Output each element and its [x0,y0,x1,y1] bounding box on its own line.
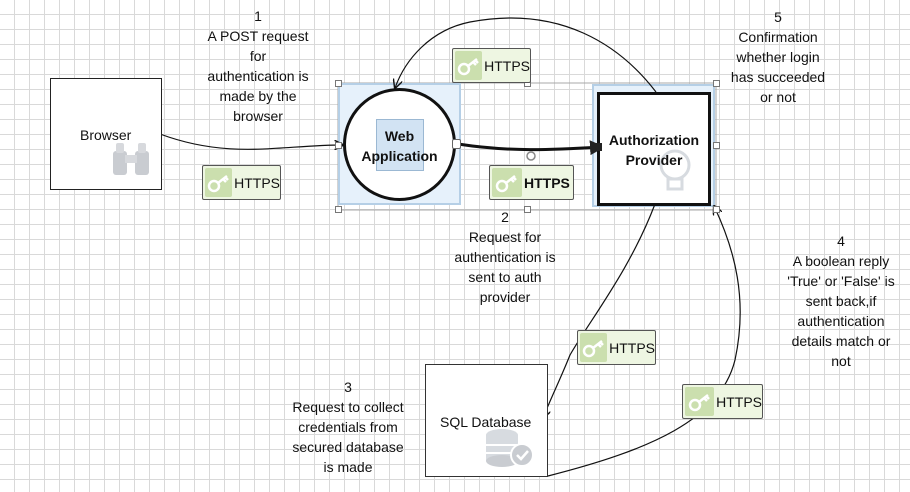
https-label: HTTPS [234,174,280,191]
connector-webapp-auth [457,140,605,156]
connector-control-point [526,151,536,161]
step-number: 5 [774,9,782,25]
step-text: Confirmation whether login has succeeded… [730,29,826,105]
key-icon [205,168,233,197]
step-1-annotation: 1 A POST request for authentication is m… [196,6,320,126]
connection-point[interactable] [452,139,461,149]
selection-handle[interactable] [713,206,720,213]
step-number: 3 [344,379,352,395]
step-number: 1 [254,8,262,24]
selection-handle[interactable] [335,206,342,213]
key-icon [685,387,715,416]
step-3-annotation: 3 Request to collect credentials from se… [278,377,418,477]
https-badge-browser[interactable]: HTTPS [202,165,281,200]
https-label: HTTPS [716,393,762,410]
sql-database-label: SQL Database [440,414,532,430]
step-text: Request for authentication is sent to au… [454,229,556,305]
step-text: Request to collect credentials from secu… [292,399,404,475]
lightbulb-icon [658,147,692,204]
browser-label: Browser [80,127,132,143]
auth-provider-label: Authorization Provider [608,132,700,168]
https-label: HTTPS [524,174,570,191]
web-app-node[interactable]: Web Application [343,88,456,201]
https-badge-reply[interactable]: HTTPS [682,384,763,419]
key-icon [580,333,608,362]
https-badge-top[interactable]: HTTPS [452,48,531,83]
connector-auth-webapp-arc [395,17,657,93]
key-icon [492,168,522,197]
step-number: 4 [837,233,845,249]
selection-handle[interactable] [524,206,531,213]
step-number: 2 [501,209,509,225]
https-badge-database[interactable]: HTTPS [577,330,656,365]
https-label: HTTPS [484,57,530,74]
step-text: A boolean reply 'True' or 'False' is sen… [787,253,895,369]
web-app-label: Web Application [361,128,438,164]
web-app-icon [376,119,424,171]
auth-provider-node[interactable]: Authorization Provider [597,92,711,206]
selection-handle[interactable] [713,142,720,149]
connector-browser-webapp [159,133,343,150]
https-label: HTTPS [609,339,655,356]
step-4-annotation: 4 A boolean reply 'True' or 'False' is s… [776,231,906,371]
browser-node[interactable]: Browser [50,78,162,190]
selection-handle[interactable] [713,80,720,87]
selection-handle[interactable] [335,80,342,87]
step-2-annotation: 2 Request for authentication is sent to … [440,207,570,307]
selection-handle[interactable] [335,142,342,149]
step-text: A POST request for authentication is mad… [207,28,309,124]
key-icon [455,51,483,80]
connector-sql-auth [547,206,741,477]
connection-point-arrow [594,143,602,151]
binoculars-icon [109,141,153,184]
https-badge-auth-request[interactable]: HTTPS [489,165,574,200]
step-5-annotation: 5 Confirmation whether login has succeed… [718,7,838,107]
sql-database-node[interactable]: SQL Database [425,364,548,477]
database-check-icon [484,427,540,476]
